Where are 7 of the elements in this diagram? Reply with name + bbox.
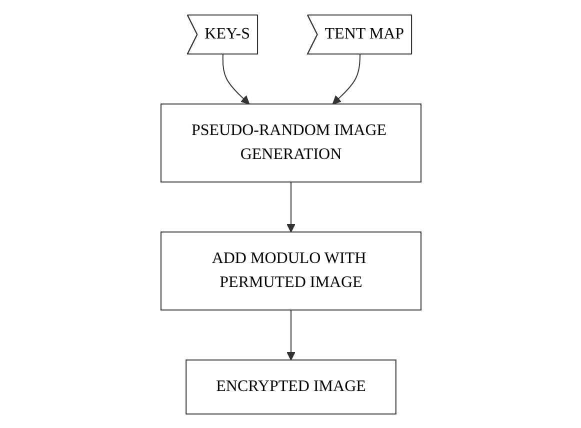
node-box: PSEUDO-RANDOM IMAGE GENERATION bbox=[160, 103, 421, 182]
arrow bbox=[286, 181, 295, 232]
arrow bbox=[332, 54, 360, 104]
node-box: ADD MODULO WITH PERMUTED IMAGE bbox=[160, 231, 421, 310]
arrow bbox=[222, 54, 250, 104]
node-box: ENCRYPTED IMAGE bbox=[185, 359, 396, 414]
arrow bbox=[286, 309, 295, 360]
